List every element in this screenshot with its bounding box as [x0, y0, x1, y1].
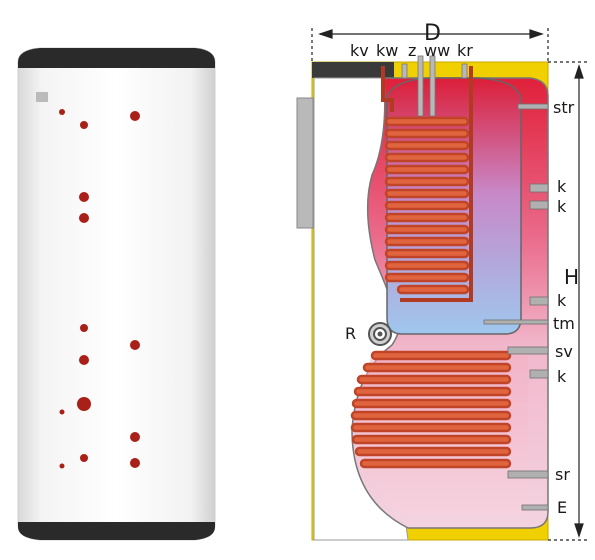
port-dot [59, 109, 65, 115]
coil-winding [353, 386, 512, 397]
label-tm: tm [553, 314, 575, 333]
coil-winding [350, 410, 512, 421]
coil-winding [356, 374, 512, 385]
r-port-icon [368, 322, 392, 346]
coil-winding [384, 188, 470, 199]
nozzle-k2 [529, 200, 549, 210]
tank-photo-ports [59, 109, 140, 469]
label-k1: k [557, 177, 567, 196]
coil-winding [384, 176, 470, 187]
port-dot [59, 463, 65, 469]
label-ww: ww [424, 41, 450, 60]
port-dot [79, 213, 89, 223]
coil-winding [350, 422, 512, 433]
port-dot [80, 454, 88, 462]
label-k3: k [557, 291, 567, 310]
coil-winding [384, 152, 470, 163]
label-kw: kw [376, 41, 398, 60]
port-dot [130, 111, 140, 121]
port-dot [130, 458, 140, 468]
nozzle-sv [507, 346, 549, 355]
dimension-d-arrow-left [318, 29, 333, 39]
coil-winding [359, 458, 512, 469]
nozzle-k1 [529, 183, 549, 193]
port-dot [130, 340, 140, 350]
coil-winding [384, 248, 470, 259]
coil-winding [384, 236, 470, 247]
upper-heating-coil [384, 116, 470, 295]
coil-winding [351, 434, 512, 445]
cutaway-diagram [296, 55, 549, 541]
pipe-ww [429, 55, 436, 117]
label-k4: k [557, 367, 567, 386]
nozzle-E [521, 504, 549, 511]
tank-photo-body [17, 47, 216, 541]
nozzle-sr [507, 470, 549, 479]
dimension-d-arrow-right [529, 29, 544, 39]
port-dot [130, 432, 140, 442]
label-kv: kv [350, 41, 369, 60]
coil-pipe-right [400, 66, 473, 302]
coil-winding [384, 164, 470, 175]
pipe-z [417, 55, 424, 117]
tank-photo [17, 47, 216, 541]
coil-winding [384, 116, 470, 127]
coil-winding [396, 284, 470, 295]
lower-heating-coil [350, 350, 512, 469]
nozzle-k4 [529, 369, 549, 379]
dimension-h-arrow-bottom [574, 523, 584, 538]
dimension-lines [311, 28, 588, 541]
nozzle-k3 [529, 296, 549, 306]
pipe-kw [401, 63, 408, 79]
port-dot [59, 409, 65, 415]
coil-winding [354, 446, 512, 457]
port-dot [80, 121, 88, 129]
side-nozzles [483, 103, 549, 511]
nozzle-tm [483, 319, 549, 325]
label-kr: kr [457, 41, 473, 60]
side-flange [296, 97, 314, 229]
coil-winding [351, 398, 512, 409]
tank-photo-top-cap [18, 48, 215, 68]
label-d: D [424, 21, 441, 46]
tank-photo-plate [36, 92, 48, 102]
label-sv: sv [555, 342, 573, 361]
label-h: H [564, 265, 579, 289]
coil-winding [384, 140, 470, 151]
label-sr: sr [555, 465, 570, 484]
nozzle-str [517, 103, 549, 110]
coil-winding [384, 200, 470, 211]
label-str: str [553, 98, 575, 117]
coil-winding [384, 260, 470, 271]
port-dot [80, 324, 88, 332]
port-dot [79, 192, 89, 202]
pipe-kr [461, 63, 468, 79]
dimension-h-arrow-top [574, 64, 584, 79]
coil-winding [384, 128, 470, 139]
label-r: R [345, 324, 356, 343]
coil-winding [384, 224, 470, 235]
tank-photo-bottom-cap [18, 522, 215, 540]
coil-winding [362, 362, 512, 373]
port-dot [77, 397, 91, 411]
coil-pipe-left [381, 66, 394, 112]
top-cover [312, 62, 394, 78]
label-k2: k [557, 197, 567, 216]
coil-winding [384, 272, 470, 283]
port-dot [79, 355, 89, 365]
coil-winding [384, 212, 470, 223]
label-z: z [408, 41, 416, 60]
coil-winding [370, 350, 512, 361]
label-e: E [557, 498, 567, 517]
